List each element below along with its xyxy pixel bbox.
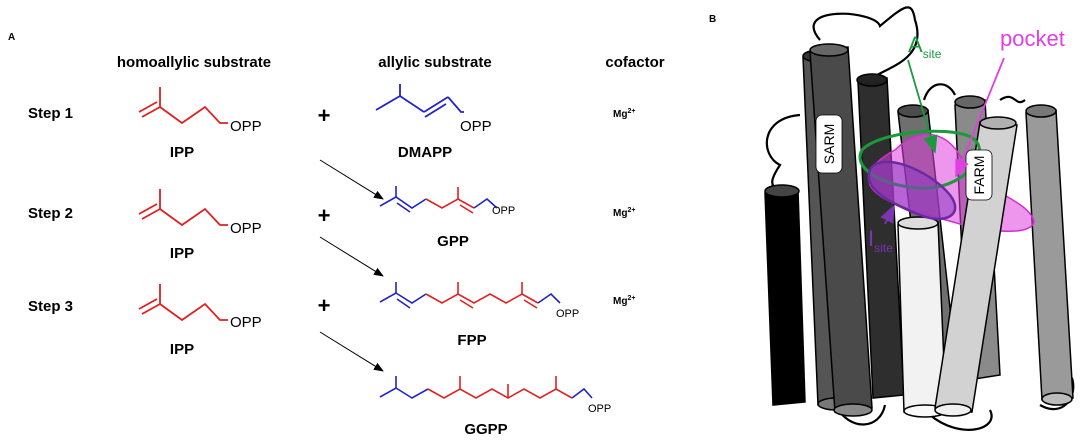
- dmapp-structure: [375, 84, 464, 118]
- helix-front-black: [764, 184, 806, 406]
- ggpp-structure: [379, 376, 593, 399]
- fpp-opp-label: OPP: [556, 308, 579, 320]
- plus-sign: +: [318, 203, 331, 228]
- reaction-arrow-3: [319, 331, 384, 372]
- step-2-homoallylic-name: IPP: [170, 245, 194, 262]
- plus-sign: +: [318, 103, 331, 128]
- step-1-allylic-name: DMAPP: [398, 144, 452, 161]
- header-allylic: allylic substrate: [378, 54, 491, 71]
- step-1-homoallylic-name: IPP: [170, 144, 194, 161]
- header-cofactor: cofactor: [605, 54, 664, 71]
- i-site-ring: [867, 160, 957, 221]
- dmapp-opp-label: OPP: [460, 118, 492, 135]
- sarm-label: SARM: [815, 114, 843, 174]
- fpp-structure: [379, 282, 561, 309]
- panel-b-label: B: [709, 14, 716, 25]
- ipp-opp-label: OPP: [230, 118, 262, 135]
- cofactor-mg: Mg2+: [613, 108, 635, 120]
- gpp-structure: [379, 186, 498, 214]
- a-site-label: Asite: [908, 32, 942, 61]
- reaction-arrow-1: [319, 159, 384, 200]
- i-site-arrow: [880, 204, 895, 225]
- cofactor-mg: Mg2+: [613, 295, 635, 307]
- step-2-label: Step 2: [28, 205, 73, 222]
- reaction-arrow-2: [319, 236, 384, 277]
- step-2-allylic-name: GPP: [437, 233, 469, 250]
- panel-b: B: [709, 6, 1075, 431]
- a-site-arrow: [907, 59, 938, 154]
- step-1-row: Step 1 OPP IPP + OPP DMAPP Mg2+: [28, 84, 635, 161]
- step-1-label: Step 1: [28, 105, 73, 122]
- i-site-label: Isite: [868, 226, 893, 255]
- panel-a: A homoallylic substrate allylic substrat…: [8, 32, 665, 438]
- gpp-opp-label: OPP: [492, 205, 515, 217]
- helix-right-back: [1025, 104, 1074, 406]
- step-3-row: Step 3 OPP IPP +: [28, 282, 635, 358]
- helix-farm: [934, 116, 1018, 417]
- farm-label: FARM: [965, 149, 993, 201]
- header-homoallylic: homoallylic substrate: [117, 54, 271, 71]
- pocket-label: pocket: [1000, 26, 1065, 51]
- ipp-structure: [138, 189, 228, 227]
- pocket-arrow: [955, 57, 1005, 178]
- plus-sign: +: [318, 293, 331, 318]
- step-3-allylic-name: FPP: [457, 332, 486, 349]
- ggpp-name: GGPP: [464, 421, 507, 438]
- cofactor-mg: Mg2+: [613, 207, 635, 219]
- ipp-structure: [138, 284, 228, 322]
- step-3-label: Step 3: [28, 298, 73, 315]
- step-3-homoallylic-name: IPP: [170, 341, 194, 358]
- ggpp-opp-label: OPP: [588, 403, 611, 415]
- helix-dark-second: [856, 73, 905, 399]
- svg-text:FARM: FARM: [971, 156, 987, 195]
- ipp-opp-label: OPP: [230, 220, 262, 237]
- svg-text:SARM: SARM: [821, 124, 837, 164]
- ipp-opp-label: OPP: [230, 314, 262, 331]
- ipp-structure: [138, 87, 228, 125]
- step-2-row: Step 2 OPP IPP +: [28, 186, 635, 262]
- panel-a-label: A: [8, 32, 15, 43]
